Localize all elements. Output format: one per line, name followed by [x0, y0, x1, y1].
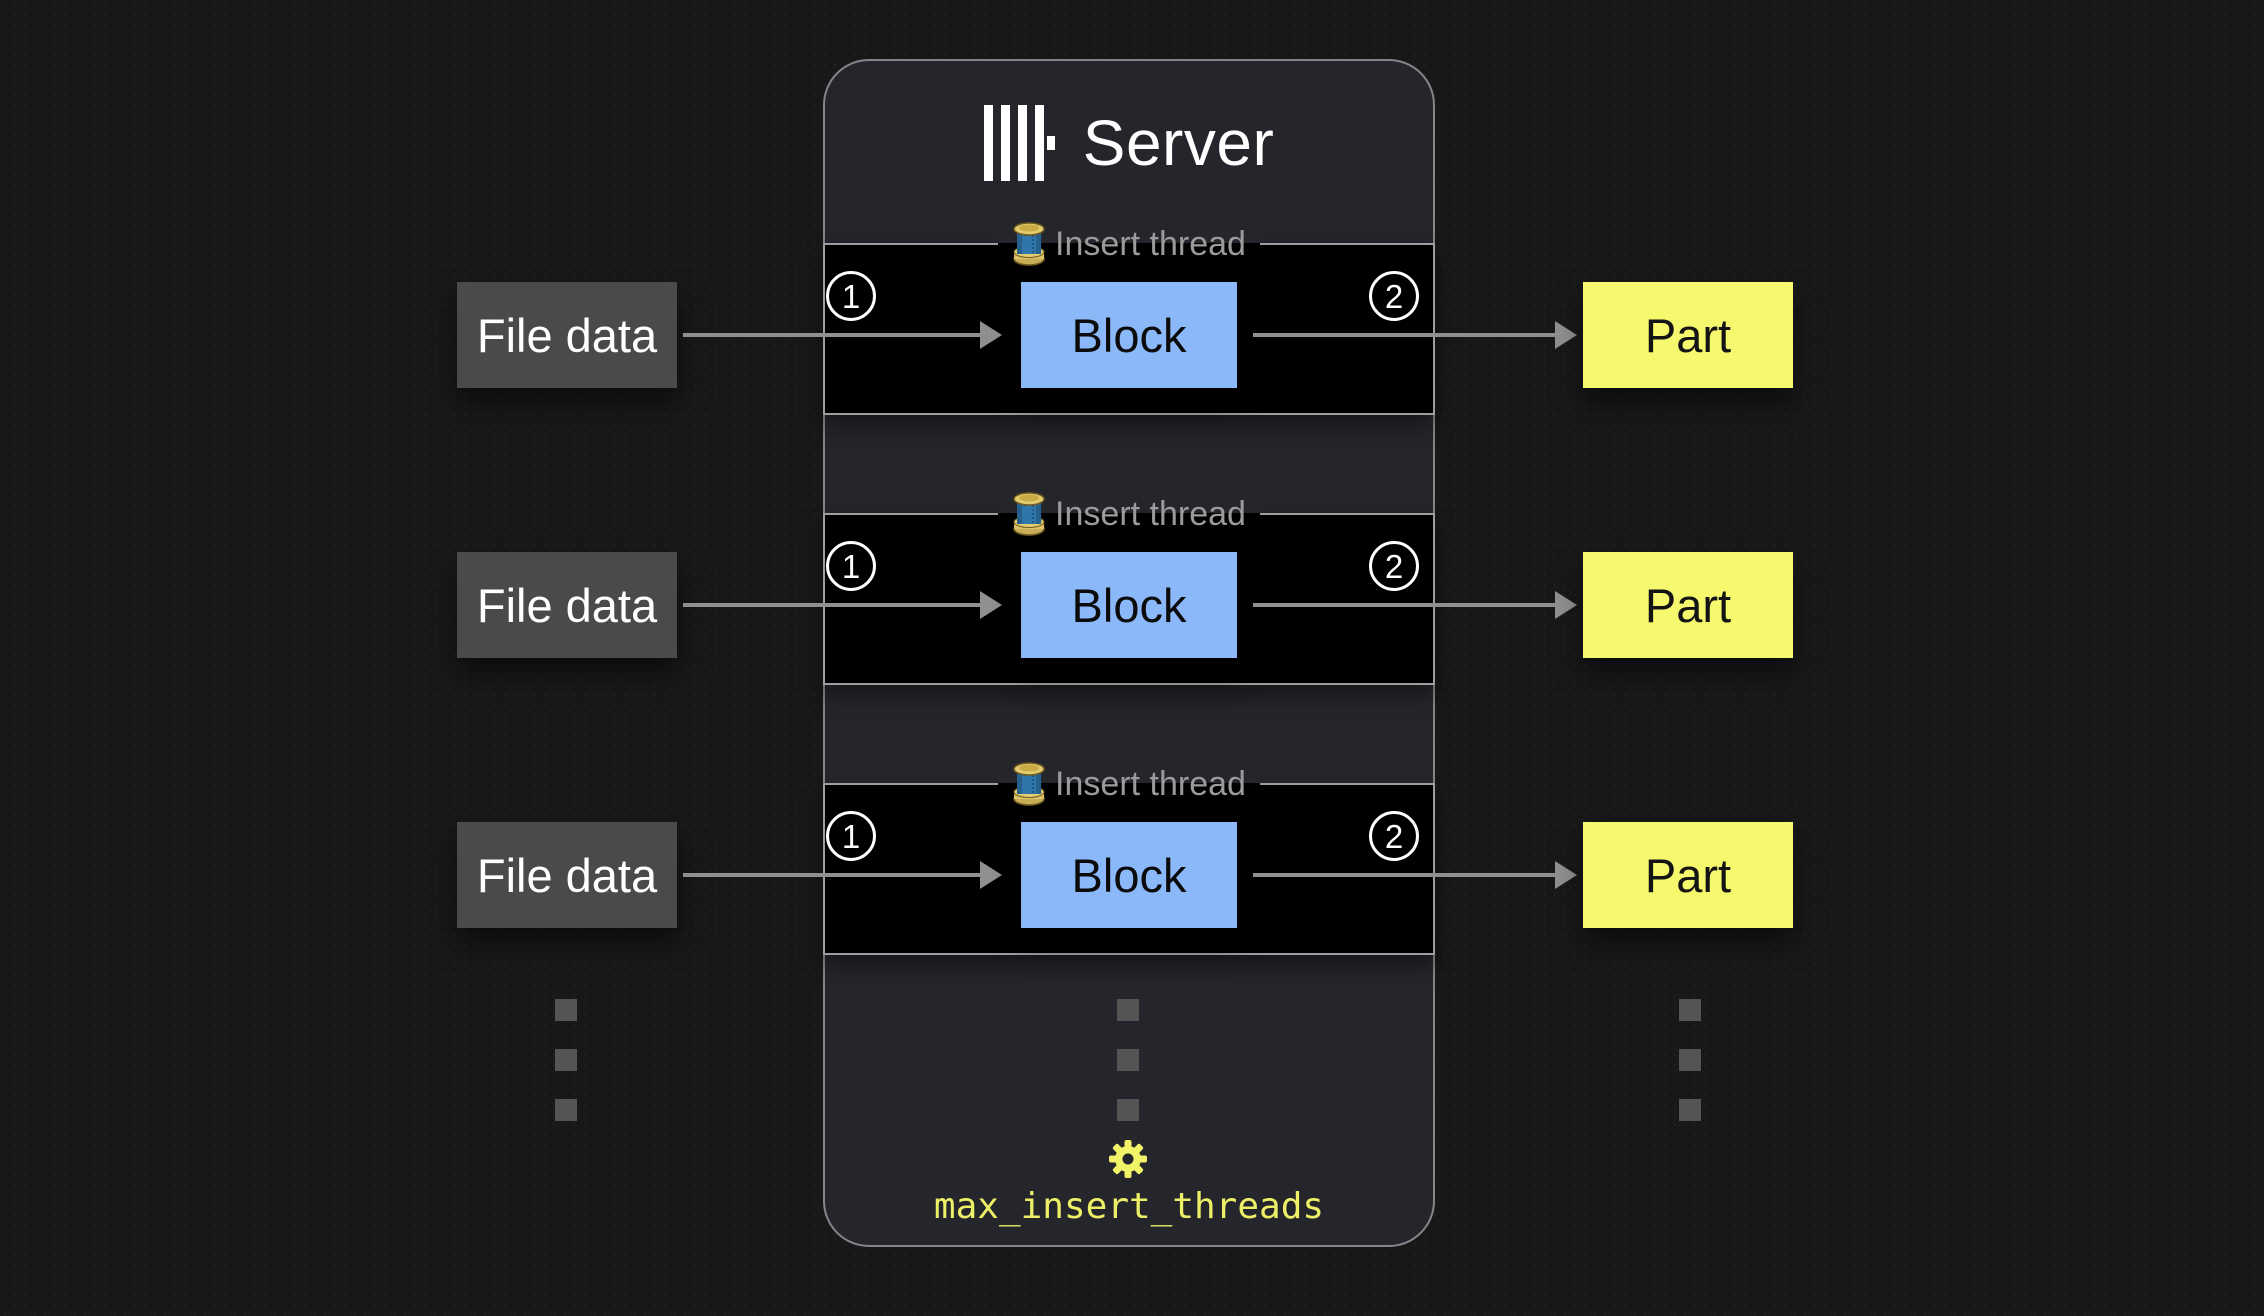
part-node: Part	[1583, 822, 1793, 928]
arrow-head-icon	[980, 321, 1002, 349]
insert-thread-legend: Insert thread	[998, 221, 1260, 267]
setting-label: max_insert_threads	[933, 1186, 1325, 1227]
ellipsis-dot	[1679, 1099, 1701, 1121]
step-marker-1: 1	[826, 811, 876, 861]
block-node: Block	[1021, 552, 1237, 658]
arrow-line	[683, 333, 980, 337]
arrow-line	[1253, 873, 1555, 877]
file-data-node: File data	[457, 552, 677, 658]
thread-spool-icon	[1013, 492, 1045, 536]
part-node: Part	[1583, 552, 1793, 658]
thread-spool-icon	[1013, 762, 1045, 806]
ellipsis-dot	[555, 999, 577, 1021]
arrow-head-icon	[1555, 321, 1577, 349]
step-marker-2: 2	[1369, 271, 1419, 321]
arrow-head-icon	[980, 861, 1002, 889]
ellipsis-dot	[555, 1049, 577, 1071]
arrow-line	[683, 873, 980, 877]
server-header: Server	[825, 101, 1433, 185]
clickhouse-logo-icon	[983, 105, 1055, 181]
part-node: Part	[1583, 282, 1793, 388]
step-marker-2: 2	[1369, 541, 1419, 591]
arrow-head-icon	[1555, 861, 1577, 889]
ellipsis-dot	[1679, 1049, 1701, 1071]
insert-thread-legend: Insert thread	[998, 761, 1260, 807]
thread-spool-icon	[1013, 222, 1045, 266]
arrow-head-icon	[1555, 591, 1577, 619]
arrow-line	[1253, 603, 1555, 607]
step-marker-1: 1	[826, 541, 876, 591]
gear-icon	[1109, 1140, 1147, 1178]
arrow-head-icon	[980, 591, 1002, 619]
block-node: Block	[1021, 822, 1237, 928]
server-title: Server	[1082, 107, 1275, 179]
ellipsis-dot	[555, 1099, 577, 1121]
arrow-line	[683, 603, 980, 607]
step-marker-2: 2	[1369, 811, 1419, 861]
insert-thread-label: Insert thread	[1055, 495, 1246, 533]
insert-thread-label: Insert thread	[1055, 765, 1246, 803]
block-node: Block	[1021, 282, 1237, 388]
file-data-node: File data	[457, 282, 677, 388]
insert-thread-label: Insert thread	[1055, 225, 1246, 263]
insert-thread-panel: Insert thread	[823, 221, 1435, 415]
ellipsis-dot	[1117, 1099, 1139, 1121]
step-marker-1: 1	[826, 271, 876, 321]
ellipsis-dot	[1679, 999, 1701, 1021]
ellipsis-dot	[1117, 999, 1139, 1021]
insert-thread-legend: Insert thread	[998, 491, 1260, 537]
file-data-node: File data	[457, 822, 677, 928]
arrow-line	[1253, 333, 1555, 337]
ellipsis-dot	[1117, 1049, 1139, 1071]
